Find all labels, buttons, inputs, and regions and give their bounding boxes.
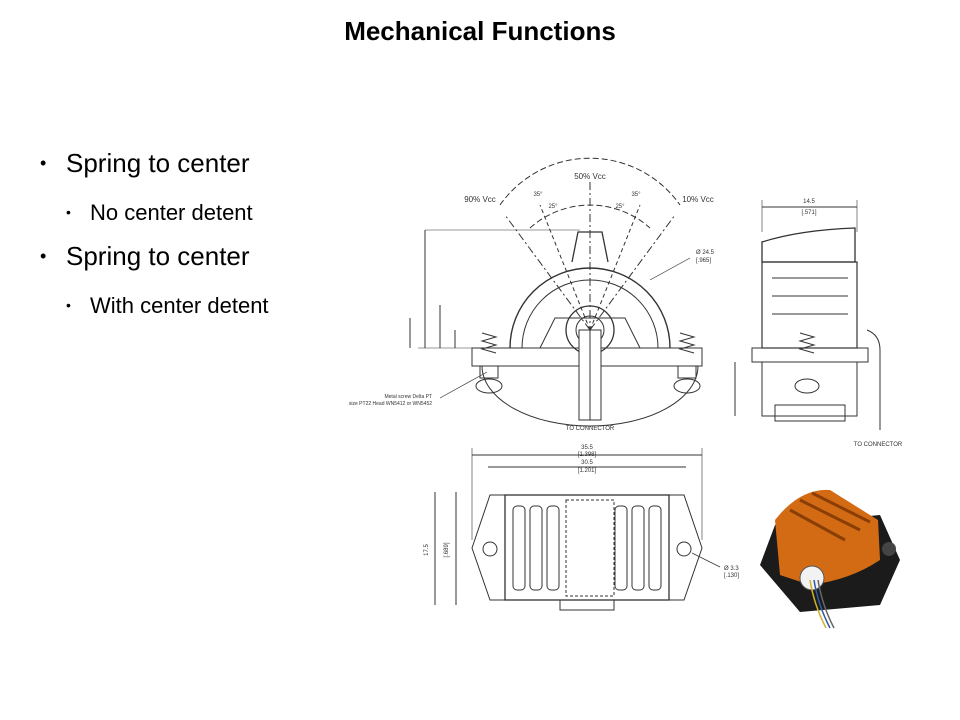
bullet-text: With center detent xyxy=(90,293,269,318)
front-knob-top xyxy=(571,231,609,263)
label-side-width: 14.5 xyxy=(803,199,815,205)
product-wire-blue xyxy=(813,579,831,629)
side-connector-block xyxy=(774,404,846,422)
bottom-slot xyxy=(546,505,560,591)
bottom-left-flange xyxy=(471,494,506,601)
bottom-hole-leader xyxy=(691,552,721,568)
bottom-connector xyxy=(559,599,615,611)
label-to-connector-side: TO CONNECTOR xyxy=(854,442,903,448)
label-bottom-inner-in: [1.201] xyxy=(578,468,597,474)
left-inner-line xyxy=(539,204,591,331)
front-left-spring xyxy=(475,332,503,394)
angle-arc-outer xyxy=(499,157,681,206)
product-drum-ribs xyxy=(789,491,871,542)
bottom-slot xyxy=(631,505,645,591)
product-mount-hole xyxy=(882,542,896,556)
front-side-blocks xyxy=(539,317,641,349)
screw-leader xyxy=(439,371,488,399)
front-view-labels: 50% Vcc 90% Vcc 10% Vcc 35° 25° 25° 35° … xyxy=(349,172,715,432)
label-bottom-width: 35.5 xyxy=(581,445,593,451)
label-bottom-height-in: [.689] xyxy=(444,542,450,557)
bottom-view-labels: 35.5 [1.398] 30.5 [1.201] 17.5 [.689] Ø … xyxy=(424,445,739,579)
subbullet-no-center-detent: • No center detent xyxy=(66,200,253,226)
front-right-spring xyxy=(673,332,701,394)
label-bottom-hole-in: [.130] xyxy=(724,573,739,579)
side-spring xyxy=(798,332,816,354)
label-angle-left-inner: 25° xyxy=(548,204,558,210)
hole-leader xyxy=(649,257,691,281)
bullet-dot-icon: • xyxy=(66,204,71,220)
product-wire-yellow xyxy=(809,579,827,629)
label-bottom-height: 17.5 xyxy=(424,544,430,556)
front-view xyxy=(409,157,703,427)
label-50-vcc: 50% Vcc xyxy=(574,172,606,181)
side-body xyxy=(761,261,858,349)
bottom-slot xyxy=(529,505,543,591)
side-ribs xyxy=(772,277,848,315)
label-angle-right-outer: 35° xyxy=(631,192,641,198)
product-shaft-hole xyxy=(799,565,825,591)
subbullet-with-center-detent: • With center detent xyxy=(66,293,269,319)
label-angle-right-inner: 25° xyxy=(615,204,625,210)
side-view-labels: 14.5 [.571] TO CONNECTOR xyxy=(801,199,902,448)
bullet-dot-icon: • xyxy=(40,246,47,266)
product-wire-gray xyxy=(817,579,835,629)
bottom-center-rotor xyxy=(565,499,615,597)
bullet-spring-to-center-2: • Spring to center xyxy=(40,241,250,272)
bullet-dot-icon: • xyxy=(66,297,71,313)
side-base-plate xyxy=(751,347,869,363)
label-hole-dim: Ø 24.5 xyxy=(696,250,715,256)
bottom-slot xyxy=(512,505,526,591)
bullet-text: Spring to center xyxy=(66,241,250,271)
label-90-vcc: 90% Vcc xyxy=(464,195,496,204)
label-to-connector-front: TO CONNECTOR xyxy=(566,426,615,432)
side-connector-wire xyxy=(866,329,881,430)
bullet-dot-icon: • xyxy=(40,153,47,173)
label-bottom-inner: 30.5 xyxy=(581,460,593,466)
bottom-right-hole xyxy=(676,541,692,557)
side-view xyxy=(734,200,881,430)
label-10-vcc: 10% Vcc xyxy=(682,195,714,204)
label-screw-note-1: Metal screw Delta PT xyxy=(384,394,432,400)
label-bottom-width-in: [1.398] xyxy=(578,452,597,458)
bottom-slot xyxy=(614,505,628,591)
bullet-text: Spring to center xyxy=(66,148,250,178)
side-screw xyxy=(794,378,820,394)
label-bottom-hole: Ø 3.3 xyxy=(724,566,739,572)
front-rotor-drum xyxy=(509,267,671,349)
bottom-slot xyxy=(648,505,662,591)
slide-title: Mechanical Functions xyxy=(344,16,616,46)
label-angle-left-outer: 35° xyxy=(533,192,543,198)
bottom-view xyxy=(434,448,721,611)
bullet-spring-to-center-1: • Spring to center xyxy=(40,148,250,179)
front-rotor-inner xyxy=(521,279,659,349)
product-photo xyxy=(760,489,900,629)
label-hole-dim-in: [.965] xyxy=(696,258,711,264)
bottom-left-hole xyxy=(482,541,498,557)
side-lower-body xyxy=(761,361,858,417)
label-side-width-in: [.571] xyxy=(801,210,816,216)
side-knob xyxy=(761,227,856,263)
bottom-right-flange xyxy=(668,494,703,601)
right-inner-line xyxy=(589,204,641,331)
label-screw-note-2: size PT22 Head WN5412 or WN5452 xyxy=(349,401,432,407)
bullet-text: No center detent xyxy=(90,200,253,225)
